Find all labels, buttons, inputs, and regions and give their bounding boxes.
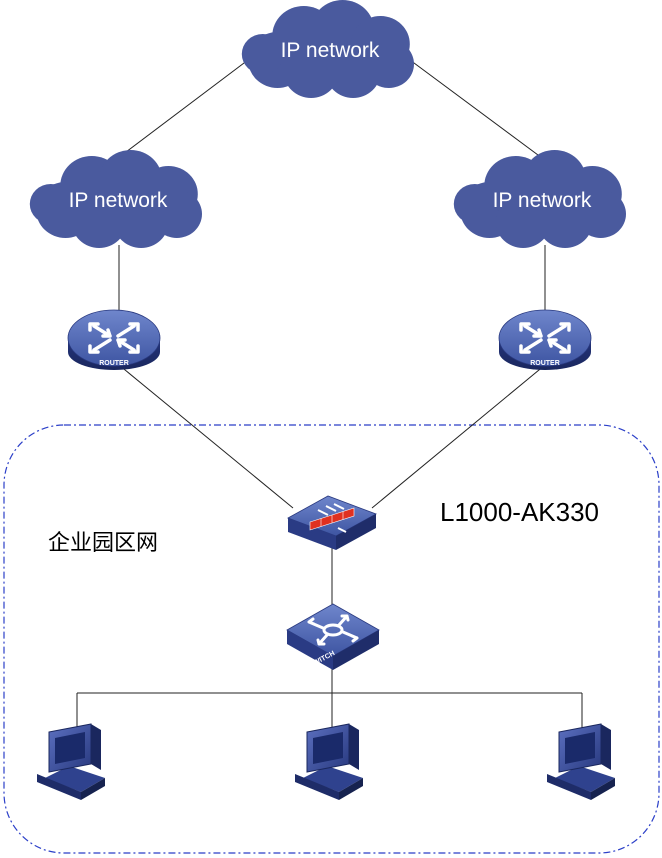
router-arrows-icon xyxy=(519,322,571,354)
link-left-router-firewall xyxy=(118,364,294,509)
link-top-left-cloud xyxy=(121,59,249,156)
cloud-top-label: IP network xyxy=(281,39,380,62)
link-top-right-cloud xyxy=(409,59,539,156)
zone-label: 企业园区网 xyxy=(48,531,158,556)
cloud-left: IP network xyxy=(29,150,202,248)
pc-left xyxy=(37,723,105,800)
cloud-left-label: IP network xyxy=(69,189,168,212)
router-arrows-icon xyxy=(88,322,140,354)
switch: SWITCH xyxy=(286,603,380,670)
pc-right xyxy=(547,723,615,800)
router-left-label: ROUTER xyxy=(99,360,129,367)
connection-lines xyxy=(76,59,583,730)
enterprise-zone-border xyxy=(3,424,660,854)
router-right: ROUTER xyxy=(498,309,592,370)
cloud-top: IP network xyxy=(241,0,414,98)
pc-middle xyxy=(295,723,363,800)
router-right-label: ROUTER xyxy=(530,360,560,367)
switch-arrows-icon xyxy=(307,614,359,646)
firewall-brick-icon xyxy=(309,503,355,533)
firewall-model-label: L1000-AK330 xyxy=(440,497,599,527)
link-right-router-firewall xyxy=(371,364,546,509)
router-left: ROUTER xyxy=(67,309,161,370)
cloud-right: IP network xyxy=(453,150,626,248)
cloud-right-label: IP network xyxy=(493,189,592,212)
firewall xyxy=(287,495,377,550)
